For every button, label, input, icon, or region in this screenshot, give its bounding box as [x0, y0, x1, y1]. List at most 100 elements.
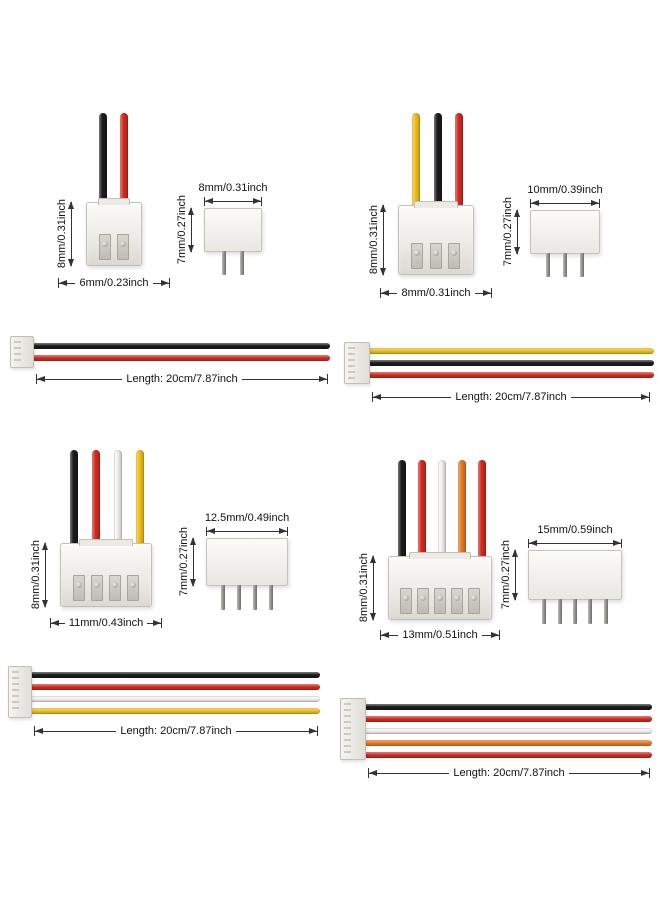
dim-arrow [235, 727, 318, 734]
wire [458, 460, 466, 562]
wire [92, 450, 100, 549]
dim-connector-width: 13mm/0.51inch [380, 628, 500, 642]
dim-label: 8mm/0.31inch [30, 540, 42, 610]
dim-arrow [147, 619, 162, 626]
dim-tick [380, 630, 381, 640]
dim-label: 8mm/0.31inch [401, 287, 471, 299]
contact-slot [127, 575, 139, 601]
dim-cable-length: Length: 20cm/7.87inch [34, 724, 318, 738]
dim-header-height: 7mm/0.27inch [500, 540, 518, 610]
dim-arrow [373, 393, 452, 400]
dim-label: 8mm/0.31inch [56, 199, 68, 269]
wire [434, 113, 442, 211]
cable-wire [364, 728, 652, 734]
dim-label: Length: 20cm/7.87inch [120, 725, 232, 737]
pin-header [206, 538, 288, 610]
cable-connector [340, 698, 366, 760]
dim-arrow [380, 204, 386, 276]
dim-arrow [190, 537, 196, 587]
dim-label: 7mm/0.27inch [178, 527, 190, 597]
wire [120, 113, 128, 208]
dim-label: Length: 20cm/7.87inch [455, 391, 567, 403]
dim-tick [58, 278, 59, 288]
connector-housing [60, 539, 152, 607]
cable-connector [344, 342, 370, 384]
dim-tick [649, 392, 650, 402]
dim-tick [499, 630, 500, 640]
dim-label: 8mm/0.31inch [198, 182, 268, 194]
connector-housing [388, 552, 492, 620]
dim-label: Length: 20cm/7.87inch [453, 767, 565, 779]
contact-slot [411, 243, 423, 269]
dim-tick [161, 618, 163, 628]
dim-label: 11mm/0.43inch [68, 617, 144, 629]
header-pin [580, 253, 584, 277]
contact-slot [117, 234, 129, 260]
contact-slot [400, 588, 412, 614]
cable-wire [364, 752, 652, 758]
dim-label: 6mm/0.23inch [79, 277, 149, 289]
dim-label: 7mm/0.27inch [500, 540, 512, 610]
connector-housing [398, 201, 474, 275]
dim-arrow [514, 209, 520, 255]
wire [99, 113, 107, 208]
cable-wire [30, 708, 320, 714]
header-pin [558, 599, 562, 624]
dim-label: 8mm/0.31inch [368, 205, 380, 275]
dim-connector-height: 8mm/0.31inch [56, 199, 74, 269]
header-pin [269, 585, 273, 610]
dim-tick [317, 726, 318, 736]
dim-arrow [568, 769, 650, 776]
dim-tick [368, 768, 369, 778]
contact-slot [448, 243, 460, 269]
dim-arrow [481, 631, 500, 638]
wire [438, 460, 446, 562]
dim-tick [327, 374, 328, 384]
dim-label: 10mm/0.39inch [527, 184, 603, 196]
dim-connector-width: 11mm/0.43inch [50, 616, 163, 630]
dim-cable-length: Length: 20cm/7.87inch [36, 372, 328, 386]
dim-arrow [188, 207, 194, 253]
cable-connector [8, 666, 32, 718]
wire [455, 113, 463, 211]
header-pin [573, 599, 577, 624]
pin-header [204, 208, 262, 275]
header-pin [240, 251, 244, 275]
dim-label: 13mm/0.51inch [402, 629, 478, 641]
dim-tick [649, 768, 650, 778]
contact-slot [417, 588, 429, 614]
dim-arrow [206, 526, 288, 536]
dim-arrow [204, 196, 262, 206]
cable-connector [10, 336, 34, 368]
dim-arrow [570, 393, 650, 400]
dim-label: 7mm/0.27inch [176, 195, 188, 265]
dim-connector-height: 8mm/0.31inch [358, 553, 376, 623]
dim-label: 15mm/0.59inch [537, 524, 613, 536]
cable-wire [364, 740, 652, 746]
dim-label: 8mm/0.31inch [358, 553, 370, 623]
header-pin [253, 585, 257, 610]
dim-arrow [152, 279, 170, 286]
dim-tick [169, 278, 170, 288]
dim-header-width: 8mm/0.31inch [198, 182, 268, 206]
dim-cable-length: Length: 20cm/7.87inch [368, 766, 650, 780]
header-pin [237, 585, 241, 610]
dim-connector-width: 8mm/0.31inch [380, 286, 492, 300]
contact-slot [73, 575, 85, 601]
dim-arrow [370, 555, 376, 621]
wire [478, 460, 486, 562]
cable-wire [30, 672, 320, 678]
dim-header-width: 15mm/0.59inch [528, 524, 622, 548]
header-pin [563, 253, 567, 277]
dim-header-width: 12.5mm/0.49inch [205, 512, 289, 536]
dim-tick [372, 392, 373, 402]
dim-arrow [68, 201, 74, 267]
header-pin [542, 599, 546, 624]
dim-arrow [51, 619, 65, 626]
dim-tick [491, 288, 492, 298]
dim-header-width: 10mm/0.39inch [527, 184, 603, 208]
connector-housing [86, 198, 142, 266]
dim-label: 7mm/0.27inch [502, 197, 514, 267]
dim-tick [34, 726, 35, 736]
